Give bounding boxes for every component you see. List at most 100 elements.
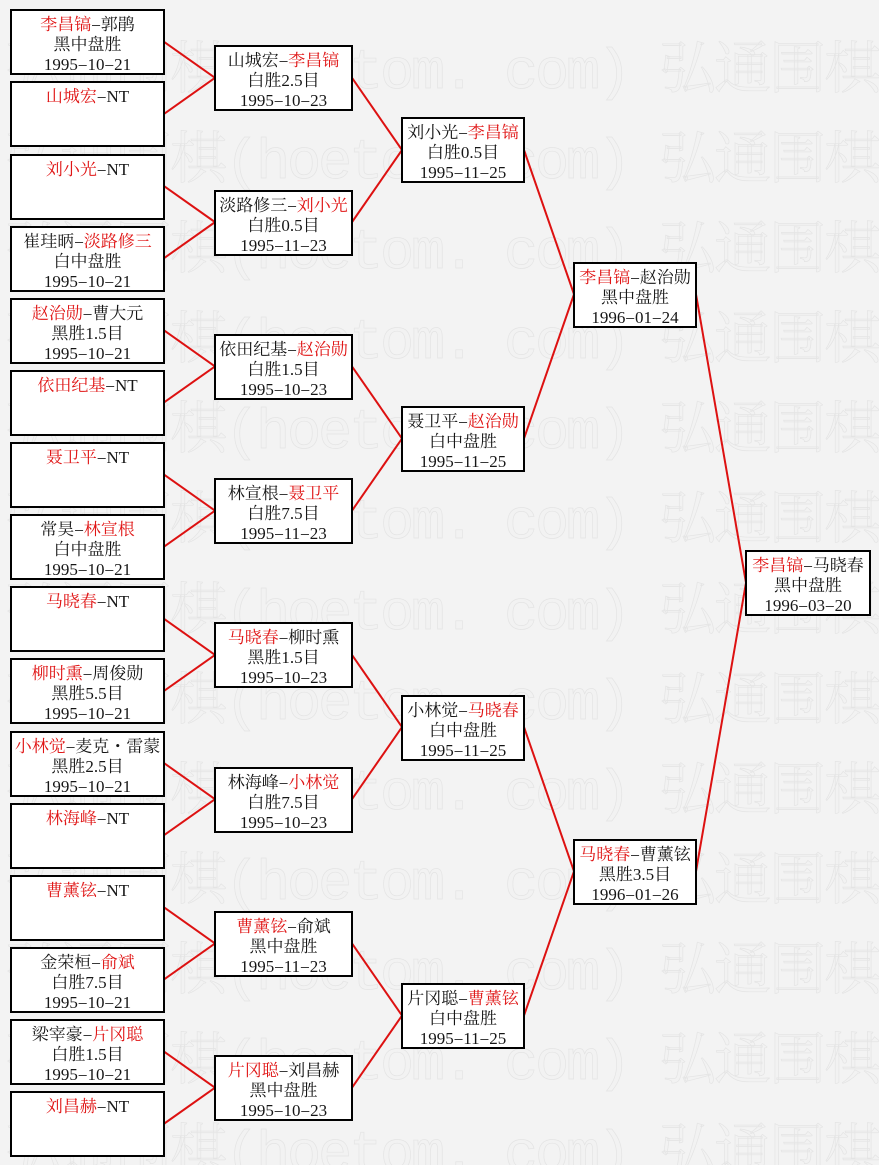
player-left: 小林觉 — [407, 695, 459, 721]
match-players: 马晓春-柳时熏 — [216, 626, 351, 646]
connector-line — [523, 726, 575, 872]
match-date: 1995-10-21 — [43, 50, 132, 76]
player-left: 依田纪基 — [37, 370, 106, 396]
connector-line — [523, 870, 575, 1016]
connector-line — [163, 329, 216, 368]
connector-line — [163, 906, 216, 945]
player-left: 淡路修三 — [219, 190, 288, 216]
players-separator: - — [278, 623, 289, 649]
players-separator: - — [458, 118, 468, 144]
match-players: 马晓春-NT — [12, 590, 163, 610]
watermark-brand-text: 弘通围棋 — [659, 924, 879, 1007]
connector-line — [163, 1086, 216, 1125]
match-result — [12, 466, 163, 486]
connector-line — [163, 221, 216, 260]
match-result: 白胜1.5目 — [51, 1040, 124, 1066]
player-right: NT — [106, 875, 130, 901]
watermark-brand-text: 弘通围棋 — [659, 1104, 879, 1165]
match-date — [12, 919, 163, 939]
players-separator: - — [105, 370, 115, 396]
players-separator: - — [91, 10, 101, 36]
players-separator: - — [630, 262, 640, 288]
match-players: 小林觉-麦克·雷蒙 — [12, 731, 163, 757]
match-players: 刘小光-NT — [12, 157, 163, 178]
match-result — [12, 1115, 163, 1135]
match-players: 李昌镐-郭鹃 — [12, 13, 163, 33]
match-result: 白中盘胜 — [429, 427, 497, 452]
match-players: 常昊-林宣根 — [12, 518, 163, 538]
connector-line — [695, 582, 747, 872]
match-result: 白胜7.5目 — [247, 499, 320, 525]
match-players: 崔珪昞-淡路修三 — [12, 226, 163, 252]
connector-line — [163, 1050, 216, 1089]
players-separator: - — [65, 731, 76, 757]
match-date: 1995-10-21 — [43, 266, 132, 292]
match-result: 白胜0.5目 — [426, 138, 500, 164]
player-left: 曹薰铉 — [45, 875, 97, 901]
match-players: 片冈聪-曹薰铉 — [403, 987, 523, 1007]
match-result: 黑胜5.5目 — [51, 679, 124, 705]
match-date — [12, 630, 163, 650]
players-separator: - — [287, 334, 297, 360]
player-left: 依田纪基 — [219, 334, 288, 360]
match-date: 1995-10-21 — [43, 1060, 132, 1086]
watermark-brand-text: 弘通围棋 — [659, 22, 879, 105]
player-left: 片冈聪 — [407, 984, 459, 1010]
match-result: 白胜7.5目 — [247, 787, 320, 813]
players-separator: - — [96, 82, 107, 108]
player-left: 林宣根 — [227, 479, 279, 505]
connector-line — [351, 365, 403, 440]
match-box-round-1-12: 林海峰-NT — [10, 802, 165, 869]
match-result — [12, 178, 163, 198]
connector-line — [351, 1014, 403, 1089]
players-separator: - — [278, 46, 289, 72]
connector-line — [163, 40, 216, 79]
player-right: 刘小光 — [296, 190, 348, 216]
match-players: 梁宰豪-片冈聪 — [12, 1023, 163, 1043]
match-result: 黑胜2.5目 — [51, 751, 124, 777]
connector-line — [163, 762, 216, 800]
player-left: 崔珪昞 — [23, 226, 75, 252]
match-players: 金荣桓-俞斌 — [12, 947, 163, 973]
player-right: NT — [106, 82, 130, 108]
players-separator: - — [458, 407, 468, 432]
match-players: 曹薰铉-NT — [12, 875, 163, 901]
match-result: 白胜2.5目 — [247, 66, 320, 92]
connector-line — [163, 798, 216, 837]
player-left: 刘昌赫 — [45, 1092, 97, 1118]
match-players: 李昌镐-赵治勋 — [575, 262, 695, 288]
match-result — [12, 827, 163, 847]
match-players: 刘小光-李昌镐 — [403, 121, 523, 141]
player-right: 林宣根 — [83, 515, 135, 541]
match-players: 林宣根-聂卫平 — [216, 482, 351, 502]
player-left: 林海峰 — [45, 803, 97, 829]
connector-line — [351, 437, 403, 512]
match-date — [12, 198, 163, 218]
player-left: 山城宏 — [45, 82, 97, 108]
match-players: 淡路修三-刘小光 — [216, 190, 351, 216]
match-date: 1995-11-23 — [240, 951, 327, 977]
match-date: 1995-10-23 — [239, 1096, 328, 1122]
player-right: 马晓春 — [812, 551, 864, 577]
players-separator: - — [91, 947, 101, 973]
players-separator: - — [82, 298, 93, 324]
players-separator: - — [287, 911, 297, 937]
connector-line — [163, 509, 216, 548]
player-right: NT — [106, 1092, 130, 1118]
match-result: 黑中盘胜 — [601, 282, 669, 308]
player-right: 赵治勋 — [296, 334, 348, 360]
match-players: 林海峰-NT — [12, 803, 163, 829]
player-right: 曹薰铉 — [467, 984, 519, 1010]
match-date: 1996-01-24 — [591, 302, 679, 328]
player-right: 聂卫平 — [288, 479, 340, 505]
match-date: 1996-01-26 — [591, 879, 679, 905]
match-result — [12, 899, 163, 919]
connector-line — [523, 293, 575, 439]
